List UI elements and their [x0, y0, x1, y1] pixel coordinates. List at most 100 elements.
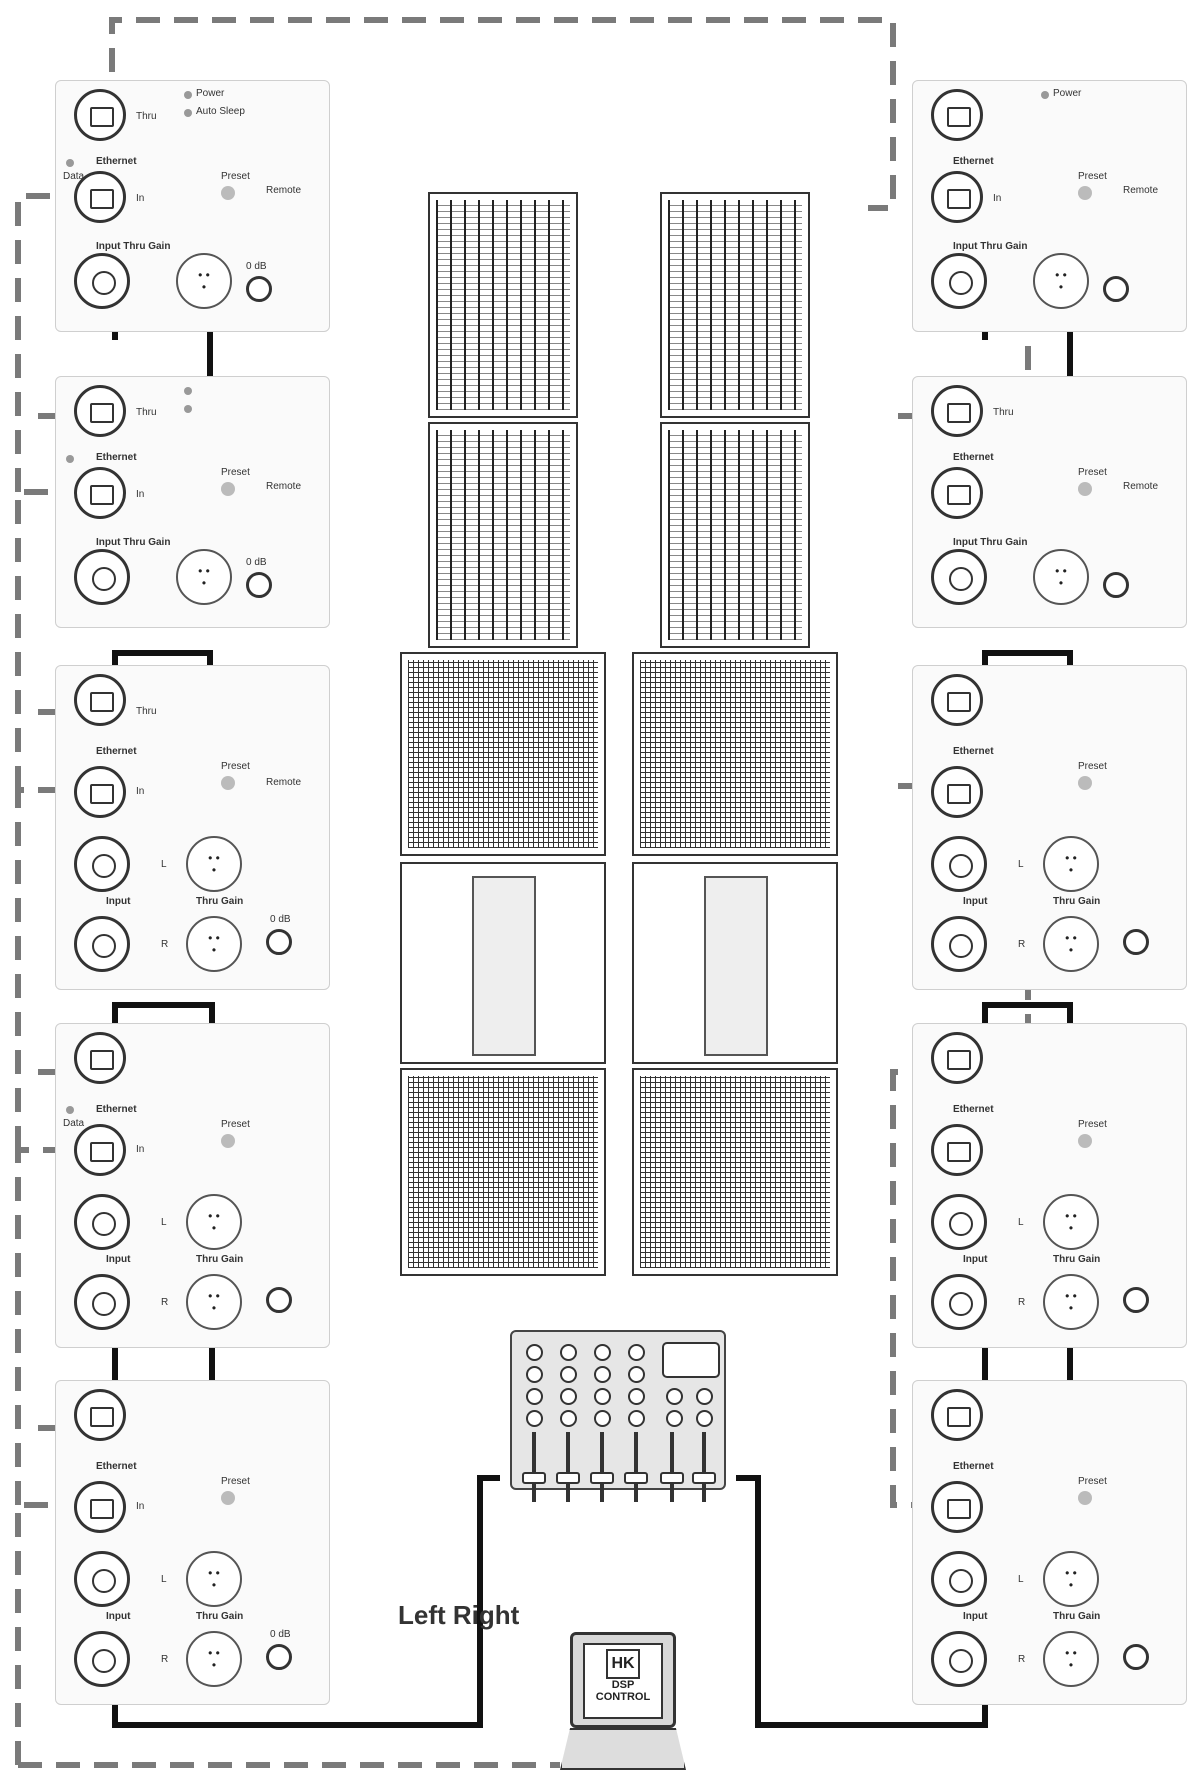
gain-knob[interactable] [246, 572, 272, 598]
master-fader-left[interactable] [660, 1472, 684, 1484]
xlr-input-r-jack[interactable] [931, 1631, 987, 1687]
gain-knob[interactable] [1123, 929, 1149, 955]
ethernet-in-port[interactable] [931, 1481, 983, 1533]
ethernet-thru-port[interactable] [74, 1032, 126, 1084]
xlr-thru-r-jack[interactable] [186, 1274, 242, 1330]
mixer-knob[interactable] [666, 1410, 683, 1427]
ethernet-in-port[interactable] [931, 467, 983, 519]
xlr-thru-l-jack[interactable] [1043, 836, 1099, 892]
gain-knob[interactable] [246, 276, 272, 302]
channel-fader[interactable] [522, 1472, 546, 1484]
xlr-thru-jack[interactable] [1033, 253, 1089, 309]
xlr-input-r-jack[interactable] [931, 916, 987, 972]
xlr-thru-l-jack[interactable] [1043, 1194, 1099, 1250]
xlr-thru-l-jack[interactable] [1043, 1551, 1099, 1607]
xlr-input-jack[interactable] [931, 253, 987, 309]
xlr-thru-l-jack[interactable] [186, 1194, 242, 1250]
xlr-thru-r-jack[interactable] [1043, 916, 1099, 972]
mixer-knob[interactable] [594, 1388, 611, 1405]
dsp-control-laptop[interactable]: HK DSP CONTROL [560, 1632, 686, 1778]
ethernet-in-port[interactable] [74, 1481, 126, 1533]
xlr-input-l-jack[interactable] [931, 1194, 987, 1250]
ethernet-in-port[interactable] [931, 766, 983, 818]
xlr-thru-jack[interactable] [176, 253, 232, 309]
xlr-input-l-jack[interactable] [74, 1194, 130, 1250]
mixer-knob[interactable] [666, 1388, 683, 1405]
master-fader-right[interactable] [692, 1472, 716, 1484]
xlr-input-r-jack[interactable] [74, 916, 130, 972]
l-label: L [1018, 1217, 1024, 1228]
gain-knob[interactable] [266, 1644, 292, 1670]
mixer-knob[interactable] [560, 1366, 577, 1383]
preset-button[interactable] [221, 1134, 235, 1148]
preset-button[interactable] [1078, 1134, 1092, 1148]
ethernet-thru-port[interactable] [931, 1389, 983, 1441]
preset-button[interactable] [221, 1491, 235, 1505]
preset-button[interactable] [1078, 1491, 1092, 1505]
xlr-input-r-jack[interactable] [74, 1631, 130, 1687]
mixer-knob[interactable] [526, 1388, 543, 1405]
xlr-thru-l-jack[interactable] [186, 1551, 242, 1607]
xlr-thru-jack[interactable] [176, 549, 232, 605]
ethernet-in-port[interactable] [74, 467, 126, 519]
ethernet-in-port[interactable] [931, 1124, 983, 1176]
xlr-thru-r-jack[interactable] [186, 1631, 242, 1687]
mixer-knob[interactable] [628, 1366, 645, 1383]
channel-fader[interactable] [624, 1472, 648, 1484]
gain-knob[interactable] [1123, 1644, 1149, 1670]
xlr-thru-r-jack[interactable] [1043, 1274, 1099, 1330]
xlr-input-l-jack[interactable] [74, 836, 130, 892]
ethernet-thru-port[interactable] [74, 385, 126, 437]
xlr-input-l-jack[interactable] [931, 836, 987, 892]
preset-button[interactable] [221, 776, 235, 790]
mixer-knob[interactable] [696, 1410, 713, 1427]
ethernet-in-port[interactable] [74, 171, 126, 223]
ethernet-thru-port[interactable] [931, 1032, 983, 1084]
xlr-input-l-jack[interactable] [931, 1551, 987, 1607]
ethernet-thru-port[interactable] [931, 385, 983, 437]
channel-fader[interactable] [556, 1472, 580, 1484]
xlr-thru-r-jack[interactable] [1043, 1631, 1099, 1687]
xlr-input-r-jack[interactable] [931, 1274, 987, 1330]
mixer-knob[interactable] [628, 1388, 645, 1405]
xlr-input-jack[interactable] [74, 253, 130, 309]
ethernet-thru-port[interactable] [931, 674, 983, 726]
mixer-knob[interactable] [696, 1388, 713, 1405]
xlr-input-jack[interactable] [74, 549, 130, 605]
mixer-knob[interactable] [560, 1344, 577, 1361]
mixer-knob[interactable] [560, 1388, 577, 1405]
mixer-knob[interactable] [526, 1366, 543, 1383]
ethernet-in-port[interactable] [931, 171, 983, 223]
preset-button[interactable] [1078, 482, 1092, 496]
mixer-knob[interactable] [628, 1344, 645, 1361]
preset-button[interactable] [1078, 186, 1092, 200]
xlr-thru-jack[interactable] [1033, 549, 1089, 605]
mixer-knob[interactable] [560, 1410, 577, 1427]
gain-knob[interactable] [1103, 276, 1129, 302]
preset-button[interactable] [221, 482, 235, 496]
preset-button[interactable] [1078, 776, 1092, 790]
xlr-thru-r-jack[interactable] [186, 916, 242, 972]
mixer-knob[interactable] [526, 1410, 543, 1427]
ethernet-in-port[interactable] [74, 766, 126, 818]
mixer-knob[interactable] [628, 1410, 645, 1427]
xlr-input-r-jack[interactable] [74, 1274, 130, 1330]
ethernet-thru-port[interactable] [74, 89, 126, 141]
gain-knob[interactable] [266, 929, 292, 955]
ethernet-thru-port[interactable] [74, 674, 126, 726]
preset-button[interactable] [221, 186, 235, 200]
gain-knob[interactable] [1103, 572, 1129, 598]
ethernet-thru-port[interactable] [931, 89, 983, 141]
xlr-input-l-jack[interactable] [74, 1551, 130, 1607]
channel-fader[interactable] [590, 1472, 614, 1484]
mixer-knob[interactable] [594, 1366, 611, 1383]
gain-knob[interactable] [1123, 1287, 1149, 1313]
ethernet-thru-port[interactable] [74, 1389, 126, 1441]
xlr-thru-l-jack[interactable] [186, 836, 242, 892]
mixer-knob[interactable] [594, 1410, 611, 1427]
ethernet-in-port[interactable] [74, 1124, 126, 1176]
mixer-knob[interactable] [594, 1344, 611, 1361]
xlr-input-jack[interactable] [931, 549, 987, 605]
gain-knob[interactable] [266, 1287, 292, 1313]
mixer-knob[interactable] [526, 1344, 543, 1361]
